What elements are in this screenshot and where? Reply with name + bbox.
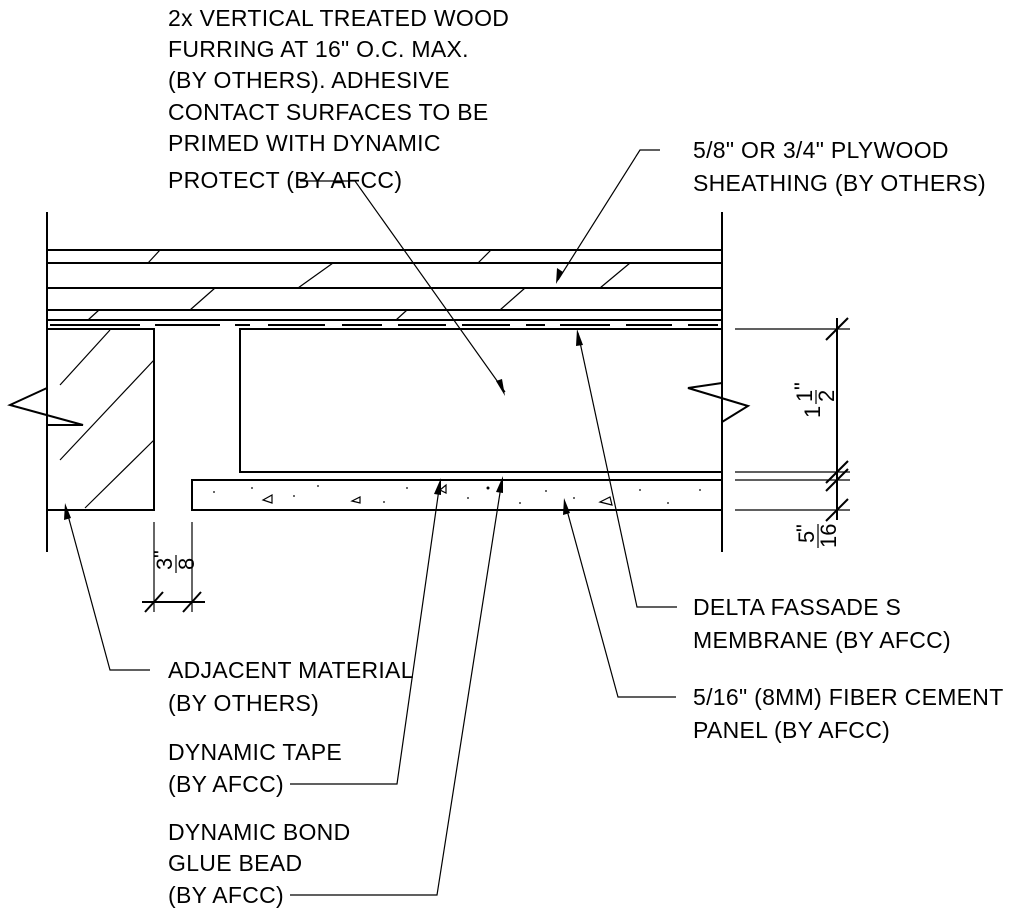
- leader-adjacent: [64, 503, 150, 671]
- dimension-text-5-16: 5 " 16: [792, 524, 841, 548]
- dim-den: 2: [814, 390, 839, 402]
- label-line: FURRING AT 16" O.C. MAX.: [168, 36, 469, 62]
- leader-plywood: [556, 149, 660, 284]
- plywood-sheathing: [47, 249, 722, 321]
- leader-panel: [563, 498, 676, 698]
- label-line: (BY OTHERS): [168, 690, 319, 716]
- label-line: PANEL (BY AFCC): [693, 717, 890, 743]
- label-line: DELTA FASSADE S: [693, 594, 901, 620]
- dim-unit: ": [792, 524, 817, 532]
- dim-num: 5: [794, 531, 819, 543]
- dim-den: 16: [816, 524, 841, 548]
- leader-glue: [290, 476, 503, 896]
- label-line: DYNAMIC TAPE: [168, 739, 342, 765]
- label-line: SHEATHING (BY OTHERS): [693, 170, 986, 196]
- dim-whole: 1: [800, 406, 825, 418]
- label-panel: 5/16" (8MM) FIBER CEMENT PANEL (BY AFCC): [693, 684, 1004, 743]
- label-line: (BY AFCC): [168, 882, 284, 908]
- dimension-text-1-1-2: 1 1 2 ": [790, 382, 839, 418]
- label-glue: DYNAMIC BOND GLUE BEAD (BY AFCC): [168, 819, 351, 908]
- label-line: MEMBRANE (BY AFCC): [693, 627, 951, 653]
- label-line: PRIMED WITH DYNAMIC: [168, 130, 441, 156]
- label-furring: 2x VERTICAL TREATED WOOD FURRING AT 16" …: [168, 5, 509, 193]
- label-tape: DYNAMIC TAPE (BY AFCC): [168, 739, 342, 797]
- break-symbol-right: [687, 382, 751, 423]
- dim-unit: ": [790, 382, 815, 390]
- adjacent-material-block: [46, 328, 155, 511]
- label-line: 5/16" (8MM) FIBER CEMENT: [693, 684, 1004, 710]
- label-line: DYNAMIC BOND: [168, 819, 351, 845]
- dim-num: 1: [792, 390, 817, 402]
- label-line: GLUE BEAD: [168, 850, 302, 876]
- label-adjacent: ADJACENT MATERIAL (BY OTHERS): [168, 657, 414, 716]
- wood-furring-strip: [239, 328, 723, 473]
- dim-unit: ": [149, 550, 174, 558]
- label-line: (BY AFCC): [168, 771, 284, 797]
- label-line: PROTECT (BY AFCC): [168, 167, 402, 193]
- label-line: 2x VERTICAL TREATED WOOD: [168, 5, 509, 31]
- dim-den: 8: [174, 558, 199, 570]
- label-line: 5/8" OR 3/4" PLYWOOD: [693, 137, 949, 163]
- label-line: ADJACENT MATERIAL: [168, 657, 414, 683]
- leader-membrane: [576, 329, 677, 608]
- label-plywood: 5/8" OR 3/4" PLYWOOD SHEATHING (BY OTHER…: [693, 137, 986, 196]
- label-line: (BY OTHERS). ADHESIVE: [168, 67, 450, 93]
- leader-furring: [300, 180, 506, 396]
- dimension-right: [735, 317, 850, 522]
- leader-tape: [290, 478, 441, 785]
- dimension-text-3-8: 3 " 8: [149, 550, 199, 573]
- label-line: CONTACT SURFACES TO BE: [168, 99, 489, 125]
- label-membrane: DELTA FASSADE S MEMBRANE (BY AFCC): [693, 594, 951, 653]
- dimension-gap: [142, 522, 205, 613]
- fiber-cement-panel: [191, 479, 723, 511]
- dim-num: 3: [152, 558, 177, 570]
